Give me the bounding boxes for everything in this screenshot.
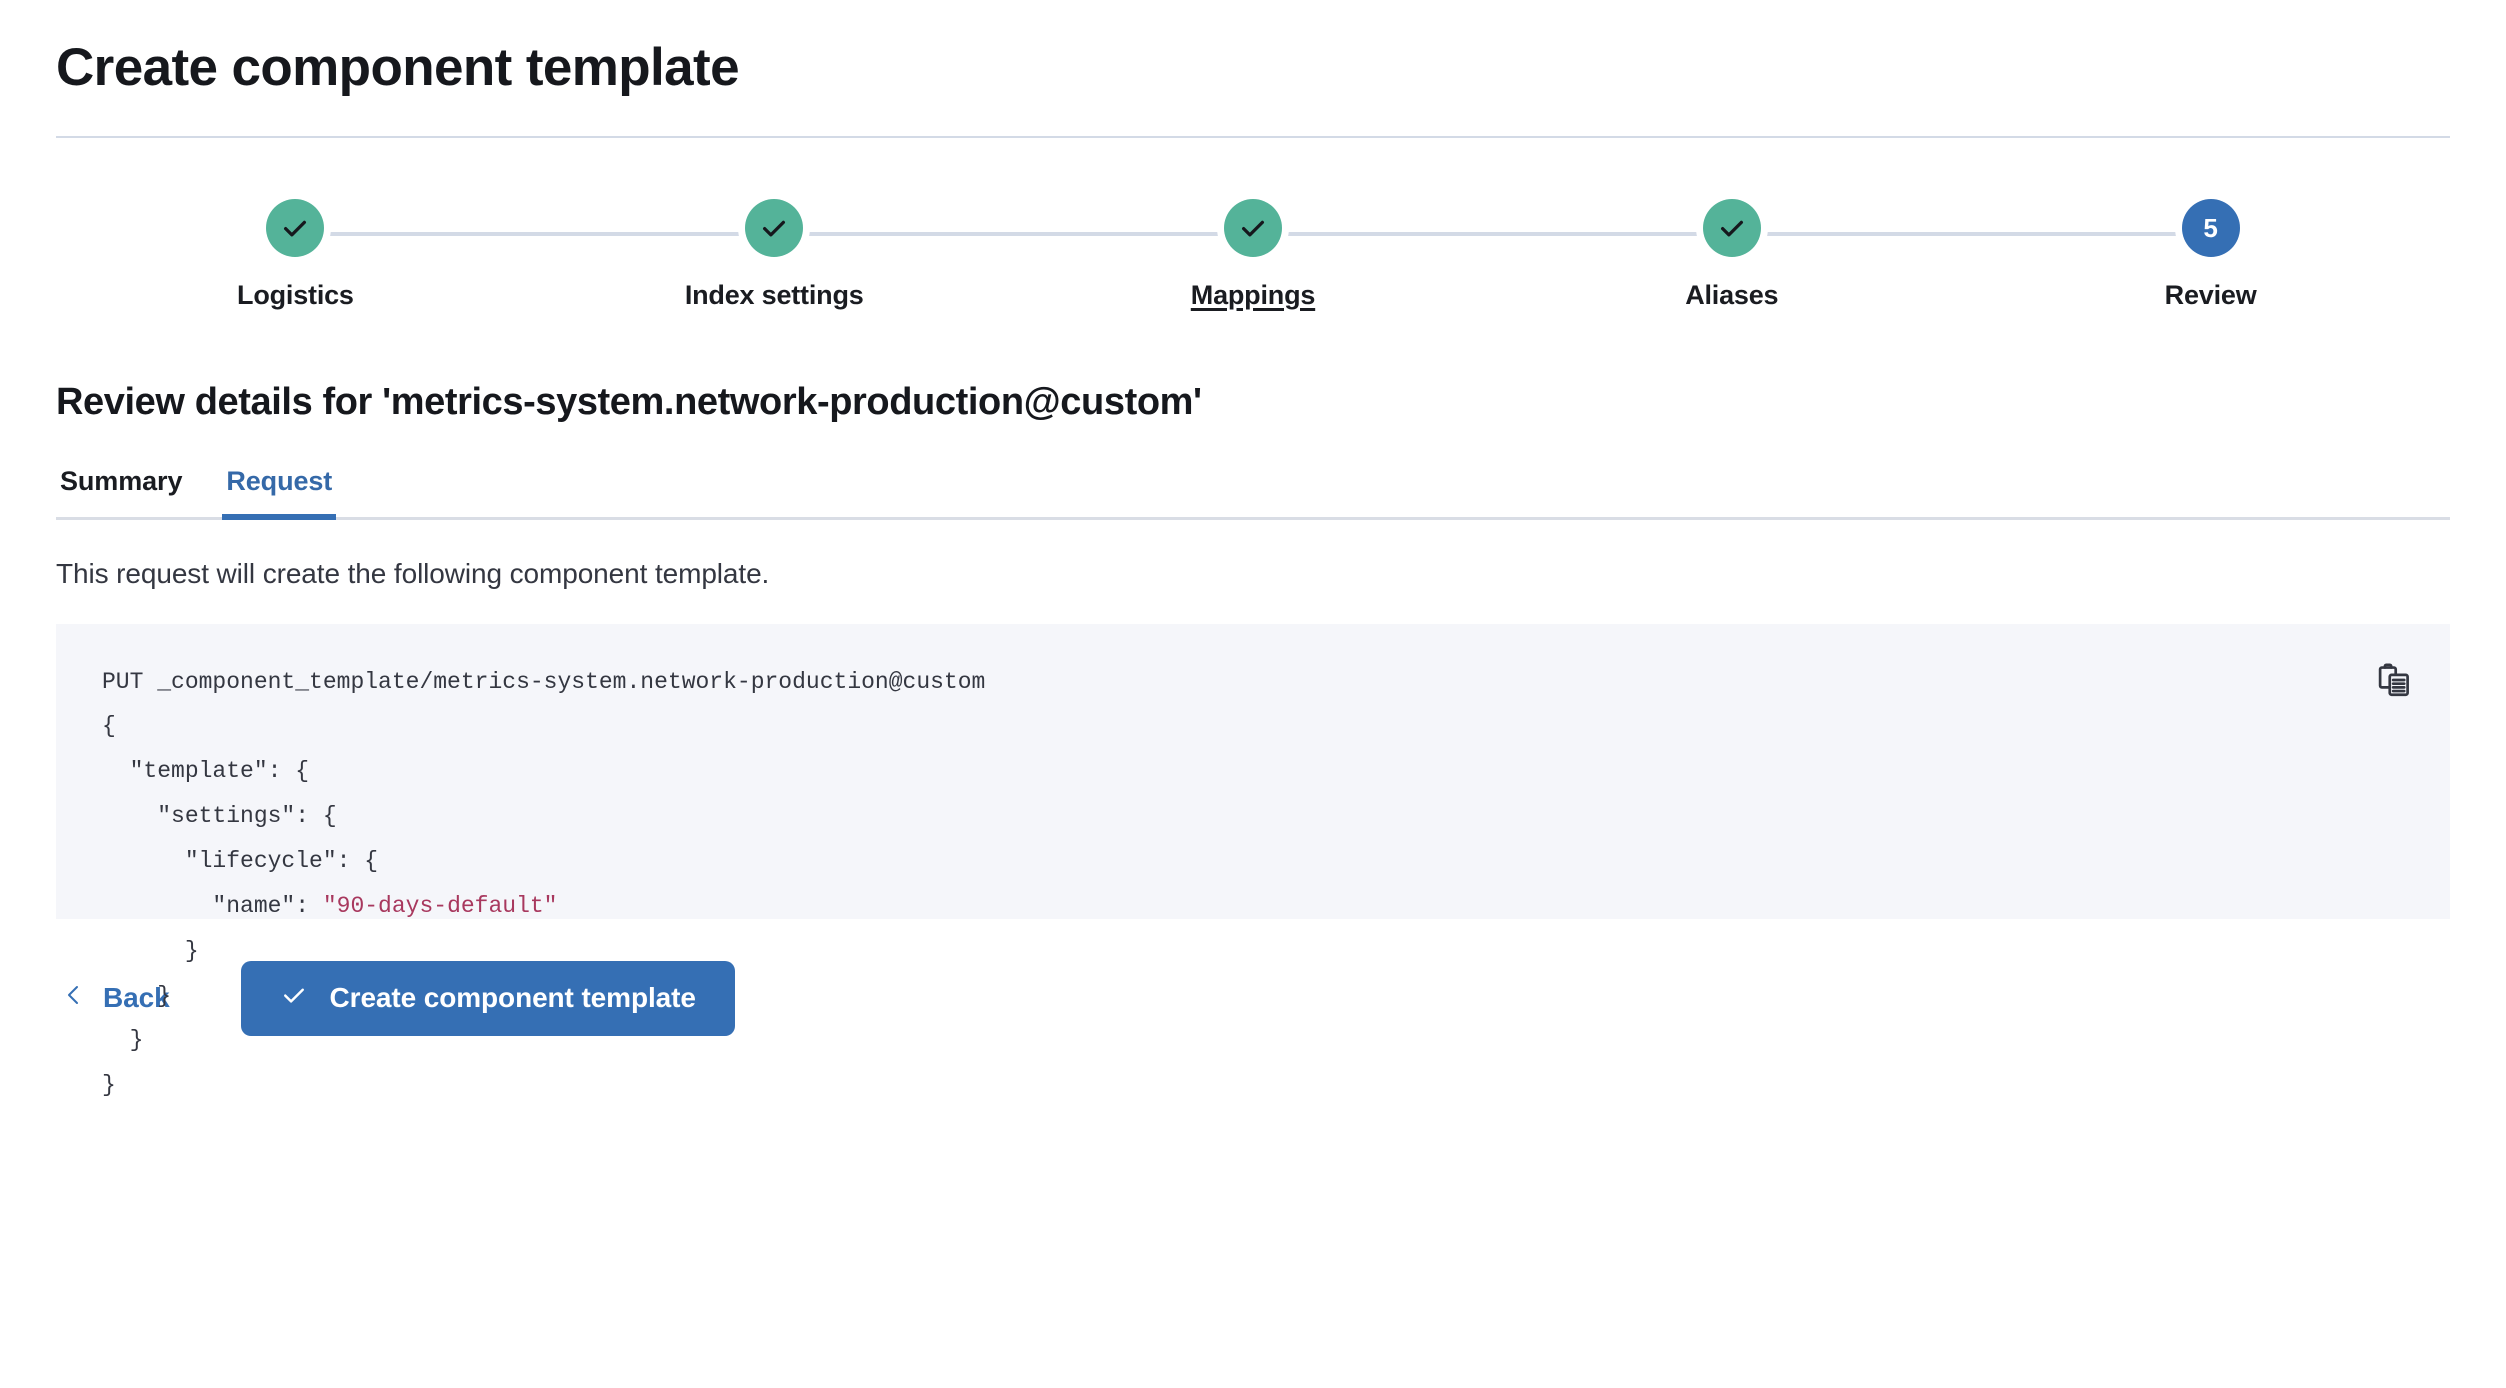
title-divider (56, 135, 2450, 138)
code-string-value: "90-days-default" (322, 892, 558, 919)
code-body-line: "lifecycle": { (102, 847, 379, 874)
stepper-step-label: Logistics (237, 279, 354, 310)
step-number: 5 (2203, 212, 2218, 243)
check-icon (759, 213, 789, 243)
tab-request[interactable]: Request (222, 466, 337, 520)
step-status-circle[interactable] (266, 198, 325, 257)
code-body-line: "settings": { (102, 803, 337, 830)
wizard-footer: Back Create component template (56, 960, 2450, 1036)
stepper-step-mappings[interactable]: Mappings (1014, 198, 1493, 311)
code-body-line: } (102, 937, 199, 964)
stepper-step-label: Aliases (1685, 279, 1779, 310)
review-tabs: Summary Request (56, 466, 2450, 520)
code-body-line: { (102, 713, 116, 740)
page-title: Create component template (56, 38, 740, 97)
step-status-circle[interactable] (1223, 198, 1282, 257)
check-icon (1238, 213, 1268, 243)
stepper-step-logistics[interactable]: Logistics (56, 198, 535, 311)
review-details-heading: Review details for 'metrics-system.netwo… (56, 380, 1202, 423)
stepper-step-aliases[interactable]: Aliases (1492, 198, 1971, 311)
stepper-step-label: Mappings (1190, 279, 1316, 310)
back-button[interactable]: Back (56, 972, 176, 1024)
back-button-label: Back (103, 982, 170, 1014)
request-code-panel: PUT _component_template/metrics-system.n… (56, 623, 2450, 1098)
tab-summary[interactable]: Summary (56, 466, 186, 517)
code-body-line: } (102, 1027, 144, 1054)
check-icon (1717, 213, 1747, 243)
stepper-step-label: Index settings (684, 279, 864, 310)
request-description: This request will create the following c… (56, 557, 770, 589)
code-body-line: } (102, 982, 172, 1009)
stepper-steps: Logistics Index settings Mappings (56, 198, 2450, 311)
code-body-line: "template": { (102, 758, 310, 785)
code-body-line: "name": (102, 892, 323, 919)
check-icon (280, 981, 308, 1016)
create-component-template-label: Create component template (329, 982, 696, 1014)
chevron-left-icon (62, 982, 86, 1014)
check-icon (280, 213, 310, 243)
stepper-step-review[interactable]: 5 Review (1971, 198, 2450, 311)
code-method-line: PUT _component_template/metrics-system.n… (102, 668, 986, 695)
stepper-step-index-settings[interactable]: Index settings (535, 198, 1014, 311)
create-component-template-button[interactable]: Create component template (240, 960, 735, 1036)
request-code-block[interactable]: PUT _component_template/metrics-system.n… (102, 660, 2450, 1108)
copy-icon[interactable] (2372, 658, 2416, 702)
stepper-step-label: Review (2164, 279, 2257, 310)
step-status-circle[interactable] (1702, 198, 1761, 257)
step-status-circle[interactable]: 5 (2181, 198, 2240, 257)
wizard-stepper: Logistics Index settings Mappings (56, 198, 2450, 329)
code-body-line: } (102, 1072, 116, 1099)
step-status-circle[interactable] (745, 198, 804, 257)
